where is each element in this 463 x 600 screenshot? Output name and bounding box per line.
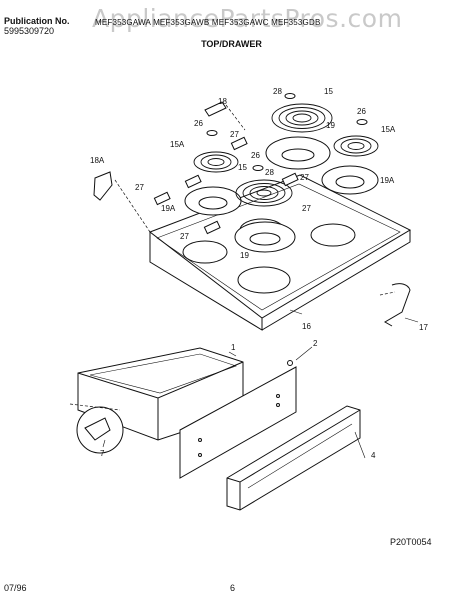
publication-number: 5995309720 (4, 26, 55, 36)
publication-label: Publication No. (4, 16, 70, 26)
callout-18A: 18A (90, 156, 105, 165)
model-list: MEF353GAWA MEF353GAWB MEF353GAWC MEF353G… (95, 18, 321, 27)
callout-15-top: 15 (324, 87, 333, 96)
surface-element-coils (193, 103, 379, 207)
footer-date: 07/96 (4, 583, 27, 593)
callout-7: 7 (100, 449, 105, 458)
drip-bowls (184, 136, 379, 253)
callout-27-b: 27 (135, 183, 144, 192)
callout-2: 2 (313, 339, 318, 348)
figure-code: P20T0054 (390, 537, 432, 547)
callout-27-a: 27 (230, 130, 239, 139)
leader-lines (114, 104, 396, 296)
callout-19-top: 19 (326, 121, 335, 130)
receptacles (153, 136, 299, 235)
callout-27-e: 27 (300, 173, 309, 182)
callout-26-c: 26 (251, 151, 260, 160)
caps (206, 93, 368, 171)
callout-26-a: 26 (194, 119, 203, 128)
drawer-front (226, 405, 361, 511)
callout-1: 1 (231, 343, 236, 352)
callout-labels: 1 2 4 7 15 15 15A 15A 16 17 18 18A 19 19… (90, 87, 428, 460)
callout-18: 18 (218, 97, 227, 106)
callout-15A-right: 15A (381, 125, 396, 134)
callout-leaders (102, 309, 419, 459)
callout-17: 17 (419, 323, 428, 332)
callout-26-b: 26 (357, 107, 366, 116)
callout-28-top: 28 (273, 87, 282, 96)
callout-15A-left: 15A (170, 140, 185, 149)
brackets (93, 101, 227, 201)
callout-19A-left: 19A (161, 204, 176, 213)
callout-19A-right: 19A (380, 176, 395, 185)
detail-inset (69, 403, 124, 454)
callout-27-c: 27 (180, 232, 189, 241)
wire-part (384, 283, 411, 327)
callout-28-mid: 28 (265, 168, 274, 177)
drawer-back-panel (179, 360, 297, 479)
footer-page-number: 6 (230, 583, 236, 593)
callout-15-mid: 15 (238, 163, 247, 172)
callout-19-mid: 19 (240, 251, 249, 260)
watermark-text: AppliancePartsPros.com (92, 4, 403, 33)
callout-4: 4 (371, 451, 376, 460)
callout-27-d: 27 (302, 204, 311, 213)
callout-16: 16 (302, 322, 311, 331)
section-title: TOP/DRAWER (201, 39, 262, 49)
